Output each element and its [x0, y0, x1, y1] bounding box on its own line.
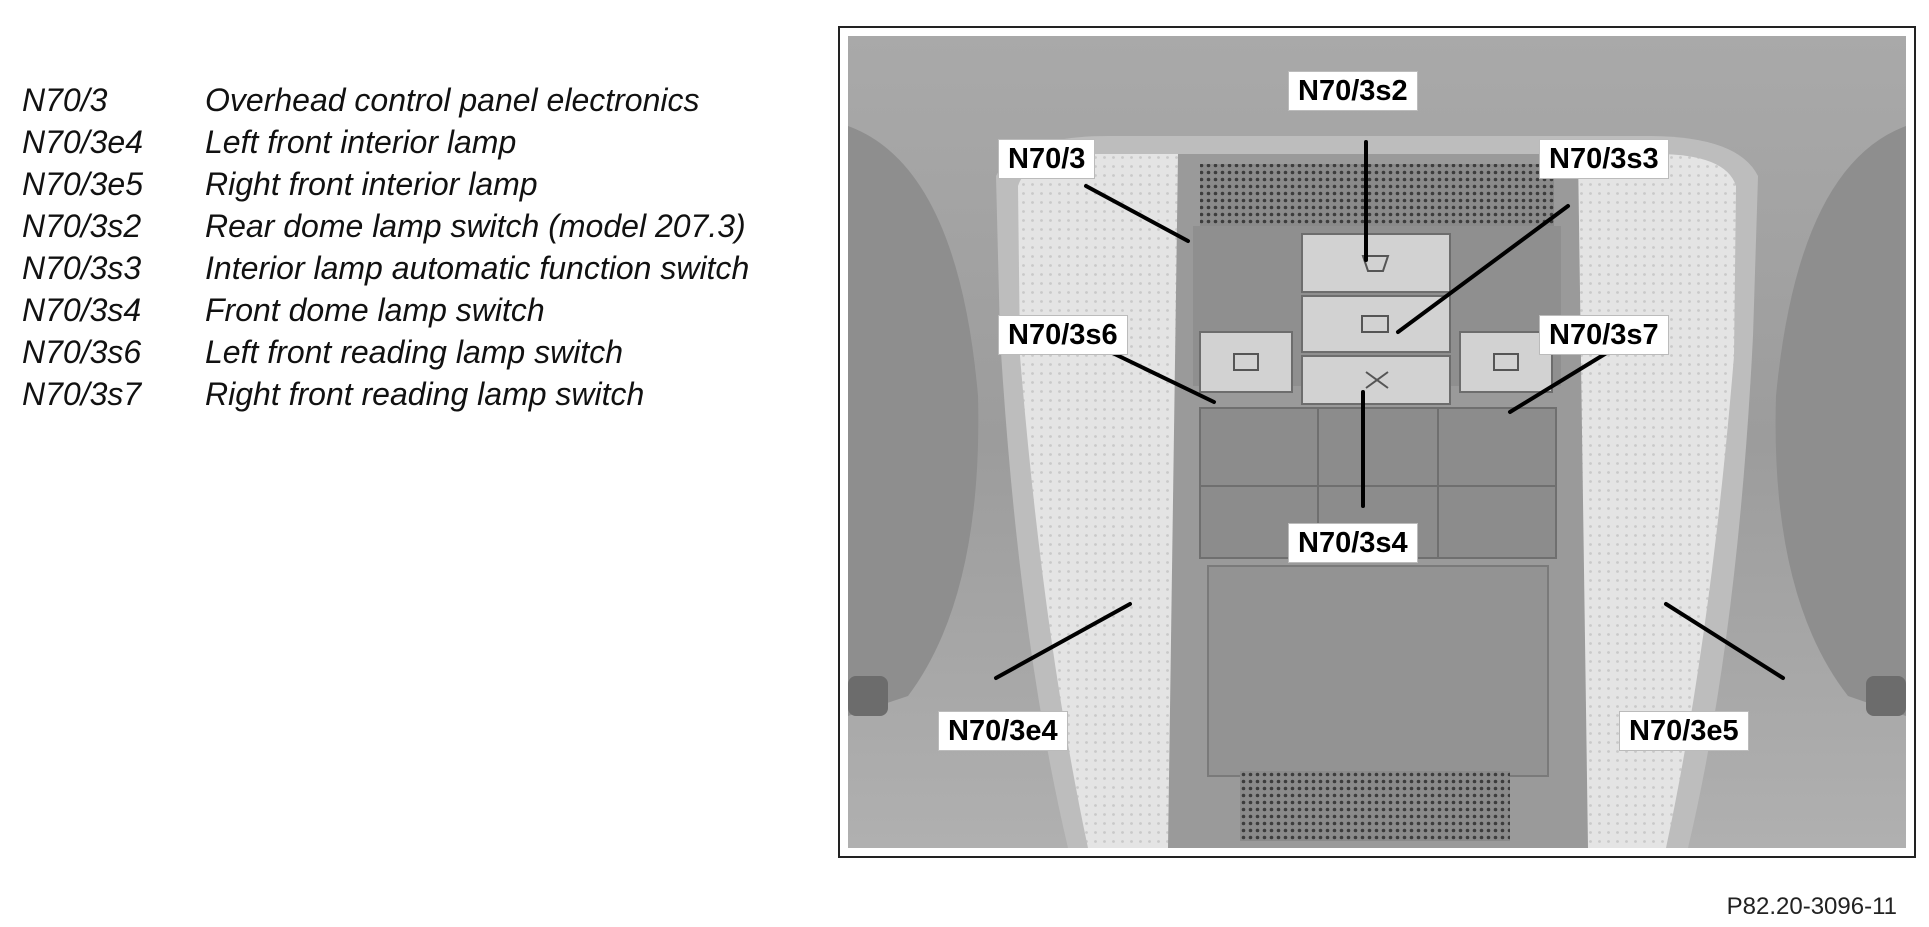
legend-code: N70/3s6: [22, 334, 142, 370]
callout-n70-3s7: N70/3s7: [1540, 316, 1668, 354]
callout-n70-3e5: N70/3e5: [1620, 712, 1748, 750]
leader-line-n70-3s7: [1508, 344, 1620, 414]
legend-description: Interior lamp automatic function switch: [205, 250, 750, 286]
leader-line-n70-3s6: [1096, 344, 1216, 404]
right-reading-lamp-switch: [1459, 331, 1553, 393]
left-sun-visor: [848, 126, 979, 716]
callout-n70-3s3: N70/3s3: [1540, 140, 1668, 178]
callout-n70-3s2: N70/3s2: [1289, 72, 1417, 110]
left-visor-clip: [848, 676, 888, 716]
leader-line-n70-3e5: [1664, 602, 1785, 680]
reading-lamp-icon: [1233, 353, 1259, 371]
right-visor-clip: [1866, 676, 1906, 716]
figure-frame: N70/3s2 N70/3 N70/3s3 N70/3s6 N70/3s7 N7…: [838, 26, 1916, 858]
leader-line-n70-3e4: [994, 602, 1132, 680]
callout-n70-3s4: N70/3s4: [1289, 524, 1417, 562]
front-dome-icon: [1365, 371, 1389, 389]
leader-line-n70-3: [1084, 184, 1190, 243]
figure-reference: P82.20-3096-11: [1726, 893, 1897, 920]
callout-n70-3s6: N70/3s6: [999, 316, 1127, 354]
legend-code: N70/3s2: [22, 208, 142, 244]
legend-code: N70/3: [22, 82, 108, 118]
legend-code: N70/3e5: [22, 166, 143, 202]
legend-description: Front dome lamp switch: [205, 292, 545, 328]
right-sun-visor: [1775, 126, 1906, 716]
legend-code: N70/3s7: [22, 376, 142, 412]
legend-code: N70/3s3: [22, 250, 142, 286]
legend-code: N70/3s4: [22, 292, 142, 328]
legend-description: Left front reading lamp switch: [205, 334, 623, 370]
left-reading-lamp-switch: [1199, 331, 1293, 393]
leader-line-n70-3s3: [1396, 204, 1570, 334]
callout-n70-3e4: N70/3e4: [939, 712, 1067, 750]
auto-lamp-icon: [1361, 315, 1389, 333]
rear-dome-lamp-switch: [1301, 233, 1451, 293]
dome-lamp-icon: [1361, 255, 1390, 272]
leader-lines: [994, 140, 1785, 680]
legend-code: N70/3e4: [22, 124, 143, 160]
legend-description: Right front reading lamp switch: [205, 376, 645, 412]
rear-speaker-grille: [1240, 771, 1510, 841]
legend-description: Overhead control panel electronics: [205, 82, 700, 118]
interior-lamp-auto-switch: [1301, 295, 1451, 353]
front-dome-lamp-switch: [1301, 355, 1451, 405]
legend-description: Left front interior lamp: [205, 124, 517, 160]
legend-description: Rear dome lamp switch (model 207.3): [205, 208, 746, 244]
storage-compartment: [1207, 565, 1549, 777]
legend-description: Right front interior lamp: [205, 166, 538, 202]
reading-lamp-icon: [1493, 353, 1519, 371]
callout-n70-3: N70/3: [999, 140, 1095, 178]
